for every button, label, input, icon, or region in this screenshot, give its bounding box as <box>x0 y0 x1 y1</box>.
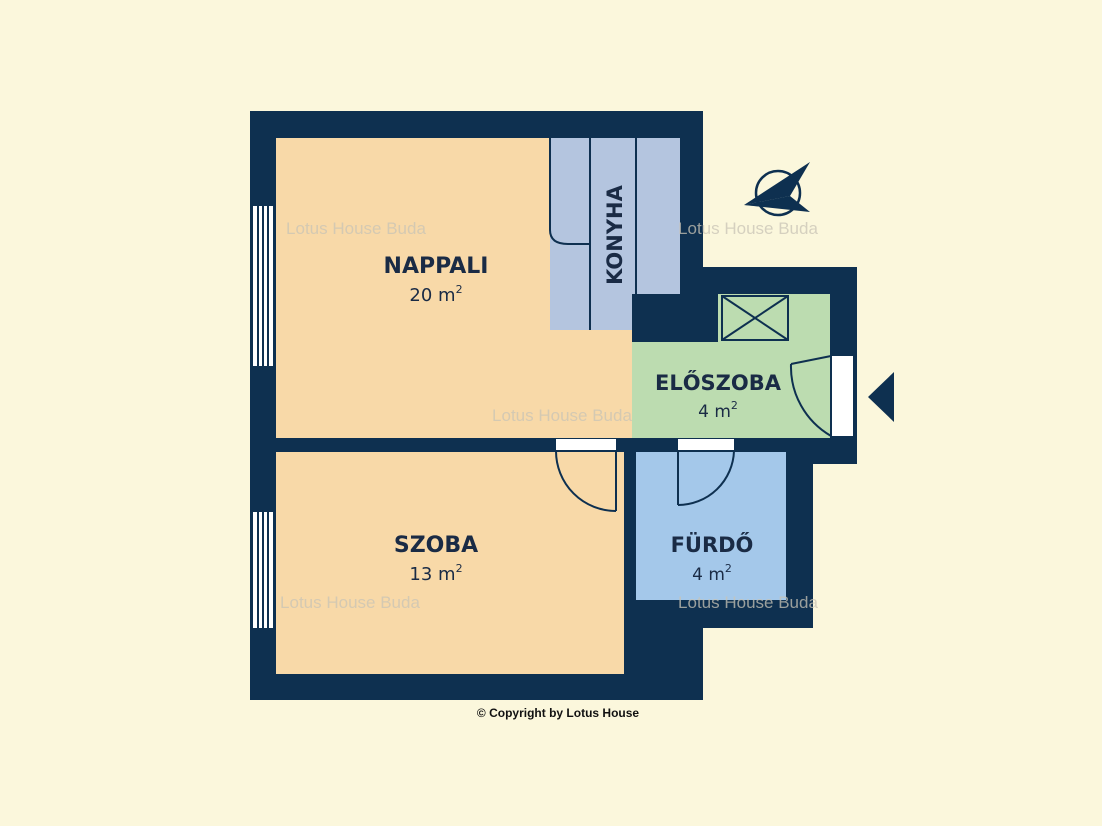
room-eloszoba-area: 4 m2 <box>698 399 738 422</box>
room-furdo-area: 4 m2 <box>692 562 732 585</box>
watermark-5: Lotus House Buda <box>678 593 818 612</box>
watermark-3: Lotus House Buda <box>492 406 632 425</box>
copyright-text: © Copyright by Lotus House <box>477 706 640 720</box>
door-furdo <box>677 439 735 506</box>
szoba-floor <box>276 452 624 674</box>
watermark-4: Lotus House Buda <box>280 593 420 612</box>
room-szoba-area: 13 m2 <box>409 562 462 585</box>
watermark-1: Lotus House Buda <box>286 219 426 238</box>
room-nappali-area: 20 m2 <box>409 283 462 306</box>
room-furdo-area-sup: 2 <box>725 562 732 575</box>
furdo-floor <box>636 452 786 600</box>
door-entrance <box>789 355 853 437</box>
kitchen-counters <box>549 138 637 330</box>
room-konyha-name: KONYHA <box>603 184 627 285</box>
eloszoba-notch-wall <box>632 294 718 342</box>
room-nappali-area-value: 20 m <box>409 285 455 306</box>
room-szoba-area-sup: 2 <box>456 562 463 575</box>
room-furdo-name: FÜRDŐ <box>671 532 754 557</box>
window-szoba <box>253 512 273 628</box>
room-eloszoba-area-value: 4 m <box>698 402 731 422</box>
room-nappali-name: NAPPALI <box>384 254 489 279</box>
shaft-box <box>721 295 789 341</box>
compass-icon <box>744 162 810 217</box>
room-furdo-area-value: 4 m <box>692 565 725 585</box>
room-eloszoba-area-sup: 2 <box>731 399 738 412</box>
entrance-arrow-icon <box>868 372 894 422</box>
window-nappali <box>253 206 273 366</box>
room-nappali-area-sup: 2 <box>456 283 463 296</box>
room-szoba-name: SZOBA <box>394 533 478 558</box>
room-eloszoba-name: ELŐSZOBA <box>655 370 782 395</box>
door-szoba <box>555 439 617 512</box>
watermark-2: Lotus House Buda <box>678 219 818 238</box>
room-szoba-area-value: 13 m <box>409 564 455 585</box>
